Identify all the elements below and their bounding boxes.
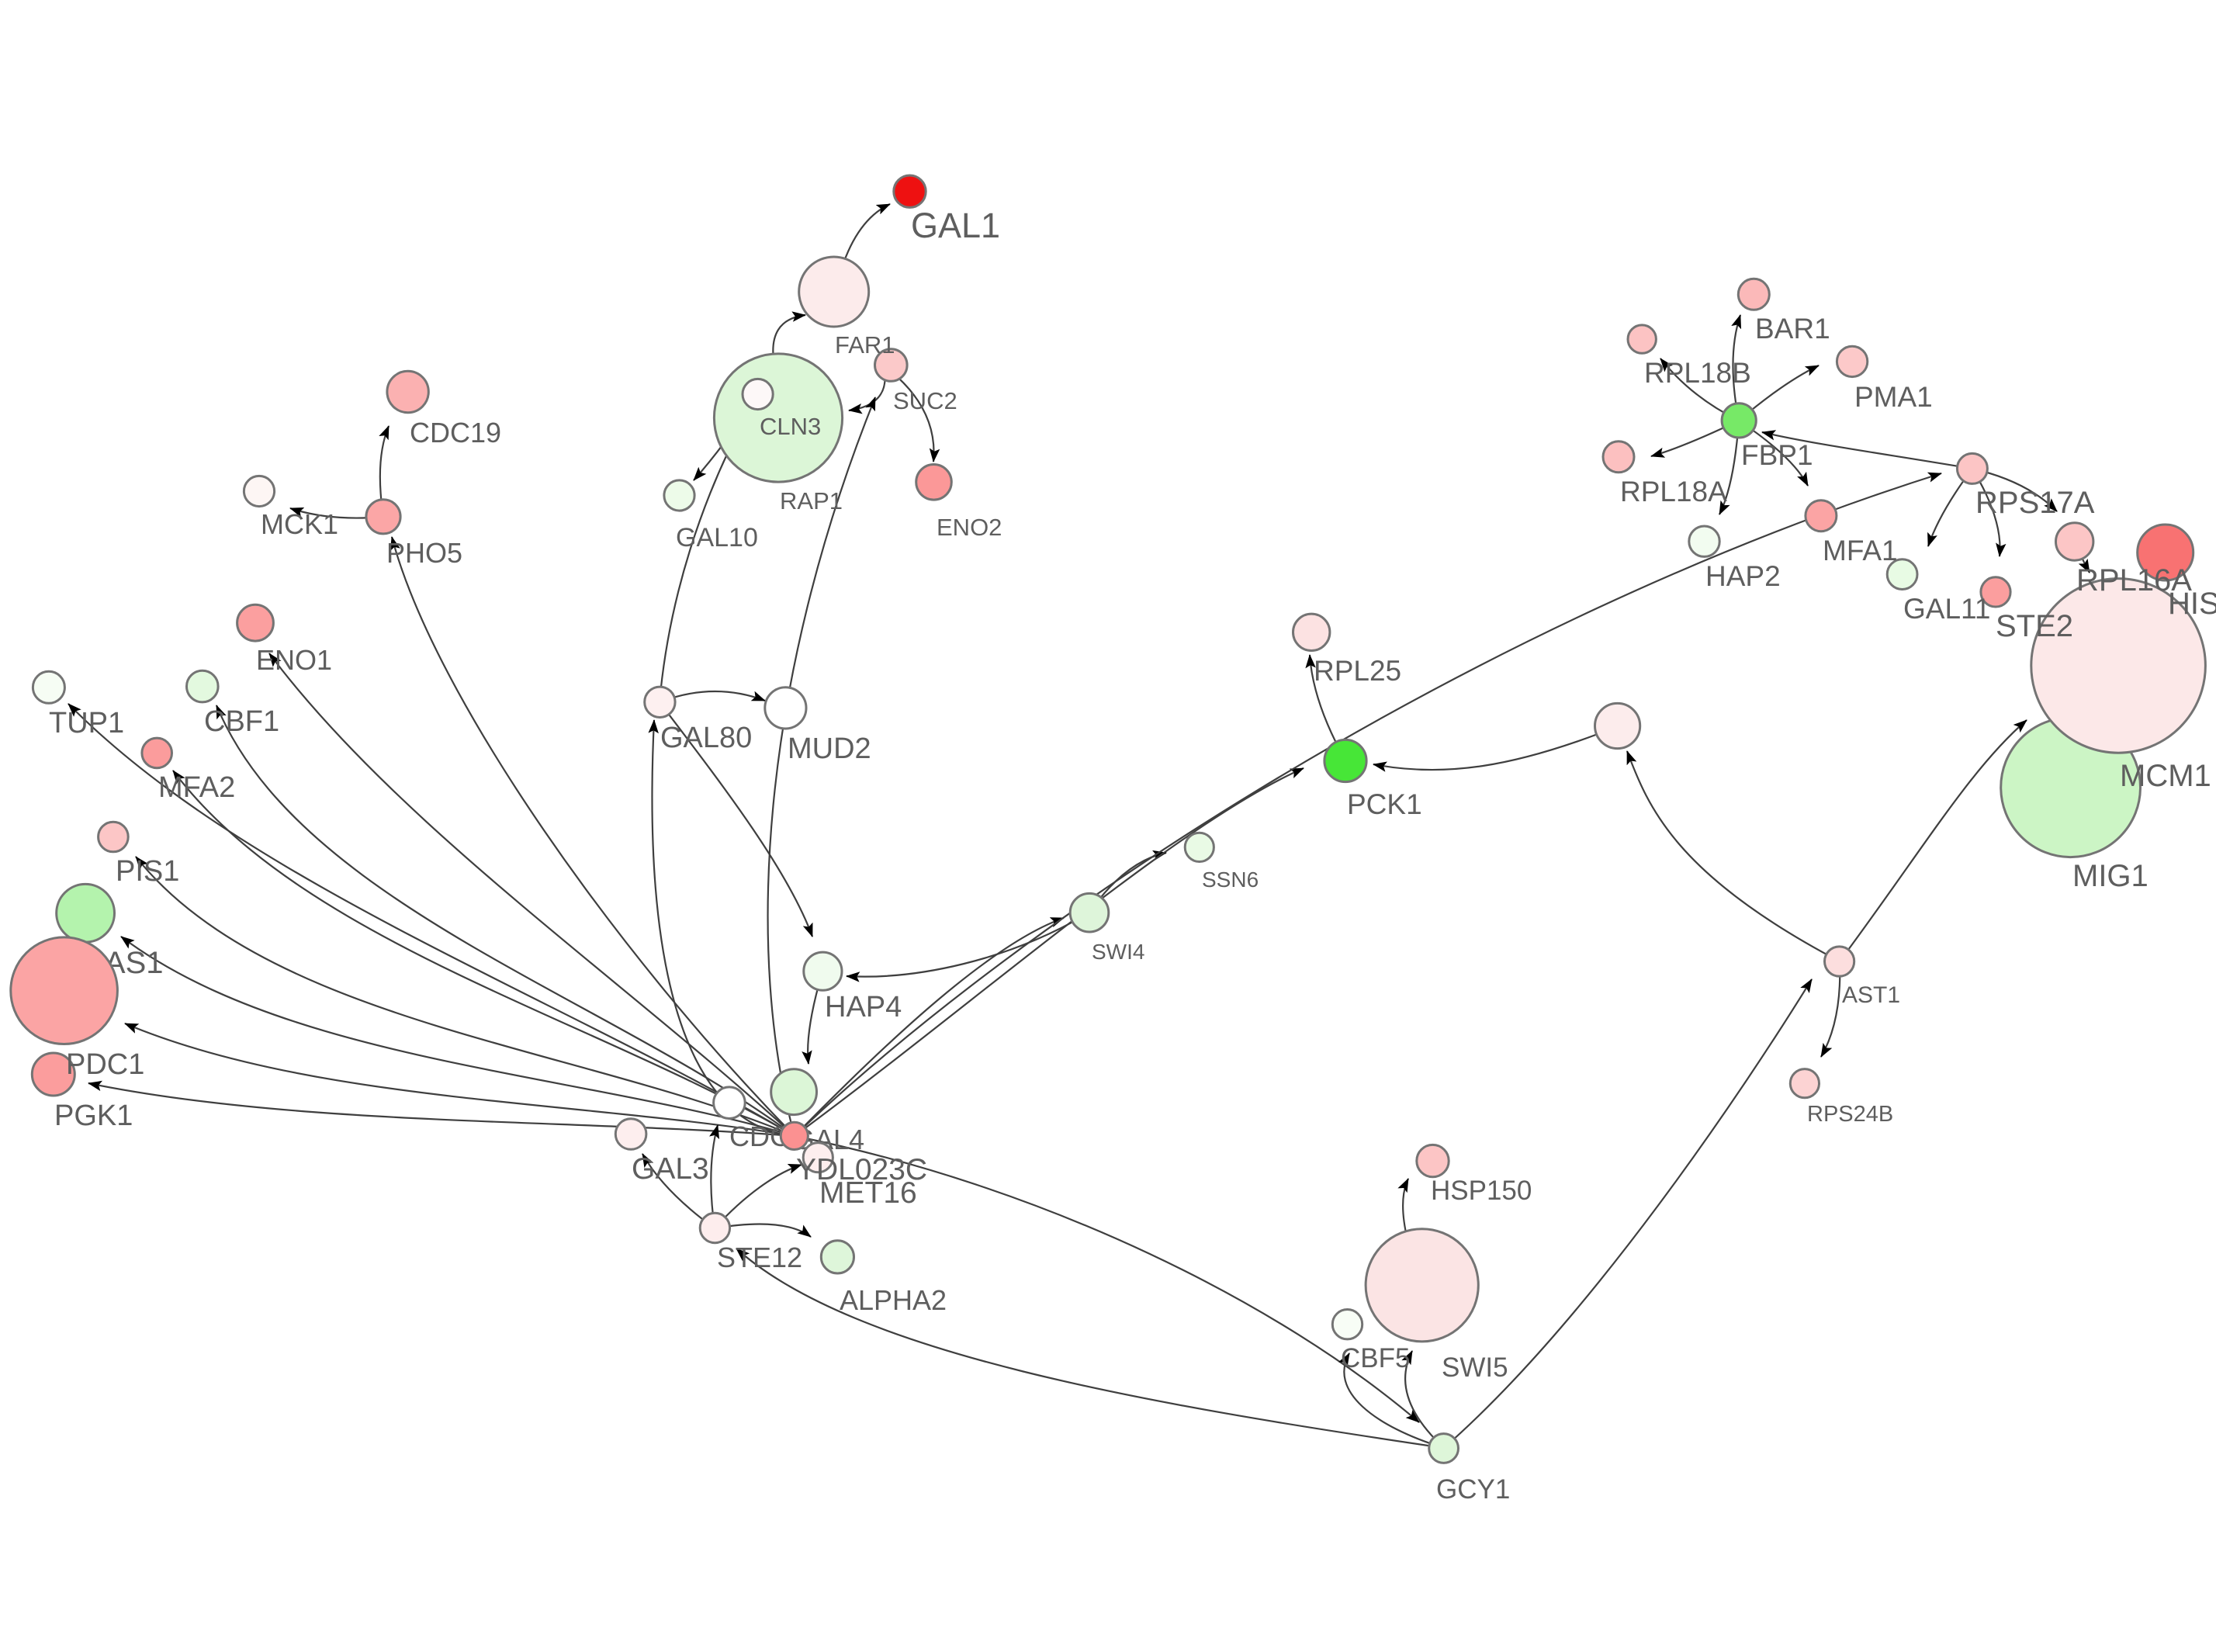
svg-text:RPL25: RPL25 (1314, 655, 1401, 687)
svg-text:BAR1: BAR1 (1755, 313, 1830, 345)
svg-text:GAL3: GAL3 (632, 1152, 709, 1186)
svg-text:STE2: STE2 (1996, 609, 2073, 643)
svg-text:HIS4: HIS4 (2168, 587, 2216, 621)
svg-text:GAL11: GAL11 (1903, 593, 1990, 625)
svg-text:ENO2: ENO2 (937, 514, 1002, 541)
svg-text:PMA1: PMA1 (1854, 381, 1933, 413)
svg-text:FAR1: FAR1 (835, 331, 895, 358)
svg-text:CBF5: CBF5 (1341, 1343, 1410, 1373)
svg-text:MFA1: MFA1 (1823, 535, 1898, 566)
svg-text:PDC1: PDC1 (66, 1048, 144, 1081)
svg-text:PGK1: PGK1 (54, 1100, 133, 1132)
svg-text:RPS24B: RPS24B (1807, 1102, 1893, 1127)
svg-text:RPL16A: RPL16A (2076, 563, 2192, 597)
svg-text:GAL1: GAL1 (911, 206, 1000, 245)
svg-text:RPL18A: RPL18A (1620, 476, 1727, 507)
svg-text:ALPHA2: ALPHA2 (840, 1284, 947, 1316)
svg-text:AST1: AST1 (1842, 982, 1900, 1008)
svg-text:MCK1: MCK1 (261, 508, 338, 540)
svg-text:SUC2: SUC2 (893, 387, 957, 414)
svg-text:CLN3: CLN3 (760, 413, 821, 440)
svg-text:CBF1: CBF1 (204, 705, 279, 738)
svg-text:GAL10: GAL10 (676, 523, 758, 552)
svg-text:GCY1: GCY1 (1436, 1474, 1510, 1505)
svg-text:SSN6: SSN6 (1202, 868, 1259, 892)
svg-text:TUP1: TUP1 (49, 707, 124, 739)
svg-text:ENO1: ENO1 (256, 644, 332, 676)
svg-text:YDL023C: YDL023C (796, 1153, 927, 1186)
svg-text:SWI4: SWI4 (1092, 940, 1144, 964)
svg-text:RPS17A: RPS17A (1975, 486, 2095, 520)
svg-text:MFA2: MFA2 (158, 771, 235, 804)
svg-text:PHO5: PHO5 (386, 537, 462, 569)
svg-text:MIG1: MIG1 (2072, 859, 2148, 893)
svg-text:HAP2: HAP2 (1705, 560, 1781, 592)
svg-text:CDC19: CDC19 (410, 417, 501, 448)
svg-text:MUD2: MUD2 (788, 732, 871, 765)
svg-text:FBP1: FBP1 (1741, 439, 1813, 471)
svg-text:SWI5: SWI5 (1442, 1352, 1508, 1383)
svg-text:PIS1: PIS1 (116, 855, 179, 888)
svg-text:MCM1: MCM1 (2120, 759, 2211, 793)
svg-text:HAP4: HAP4 (825, 991, 902, 1023)
svg-text:HSP150: HSP150 (1431, 1176, 1532, 1206)
svg-text:RAP1: RAP1 (780, 487, 843, 514)
svg-text:RPL18B: RPL18B (1644, 357, 1751, 389)
svg-text:GAL80: GAL80 (660, 722, 752, 754)
svg-text:PCK1: PCK1 (1347, 788, 1422, 820)
svg-text:STE12: STE12 (717, 1242, 802, 1273)
svg-text:MET16: MET16 (819, 1176, 917, 1210)
